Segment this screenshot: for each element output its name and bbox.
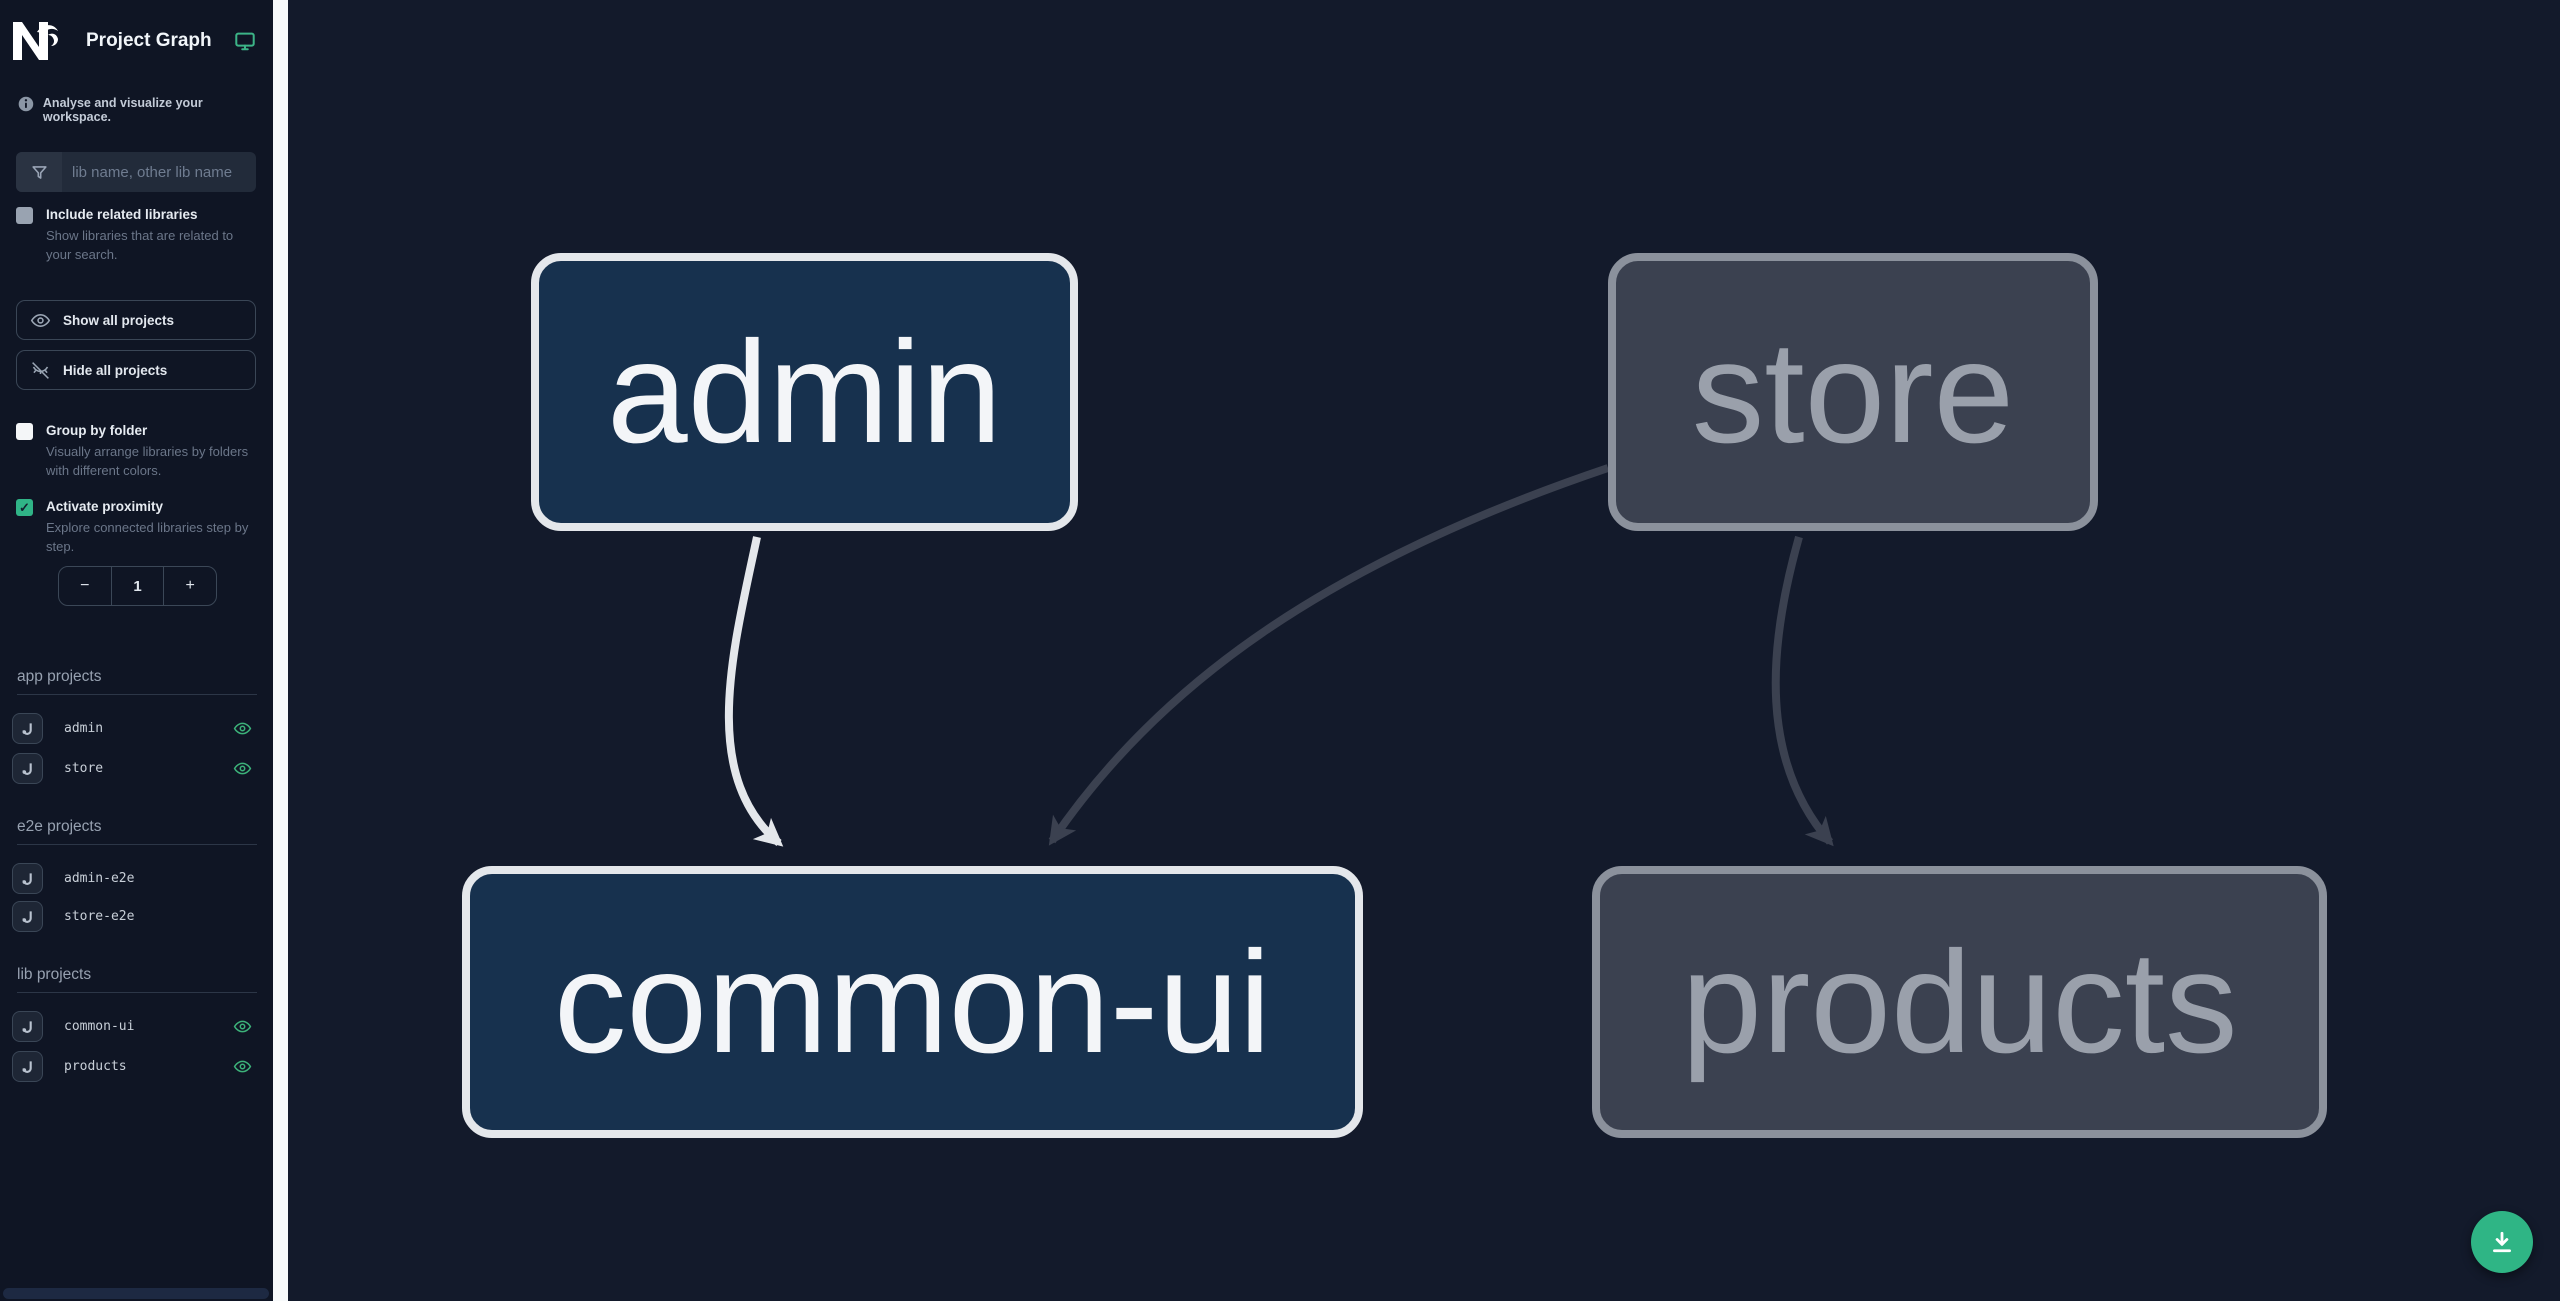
graph-node-admin[interactable]: admin bbox=[531, 253, 1078, 531]
eye-icon[interactable] bbox=[233, 759, 252, 778]
sidebar-header: Project Graph bbox=[0, 14, 273, 68]
eye-off-icon bbox=[32, 361, 49, 379]
edge-store-to-common-ui[interactable] bbox=[1048, 464, 1610, 846]
node-label: common-ui bbox=[553, 920, 1272, 1083]
graph-node-store[interactable]: store bbox=[1608, 253, 2098, 531]
workspace-tagline: Analyse and visualize your workspace. bbox=[0, 96, 273, 124]
activate-proximity-checkbox[interactable]: ✓ bbox=[16, 499, 33, 516]
project-name: store-e2e bbox=[64, 908, 135, 924]
project-row-admin-e2e[interactable]: admin-e2e bbox=[12, 860, 265, 896]
eye-icon[interactable] bbox=[233, 1057, 252, 1076]
project-type-icon bbox=[12, 1050, 43, 1082]
edge-store-to-products[interactable] bbox=[1771, 535, 1834, 847]
group-by-folder-label: Group by folder bbox=[46, 423, 148, 438]
show-all-projects-button[interactable]: Show all projects bbox=[16, 300, 256, 340]
project-name: admin-e2e bbox=[64, 870, 135, 886]
proximity-increment-button[interactable]: + bbox=[163, 567, 216, 605]
project-row-common-ui[interactable]: common-ui bbox=[12, 1008, 265, 1044]
group-by-folder-description: Visually arrange libraries by folders wi… bbox=[46, 444, 249, 478]
sidebar: Project Graph Analyse and visualize your… bbox=[0, 0, 273, 1301]
project-row-store-e2e[interactable]: store-e2e bbox=[12, 898, 265, 934]
search-box bbox=[16, 152, 256, 192]
eye-icon[interactable] bbox=[233, 719, 252, 738]
download-icon bbox=[2493, 1231, 2511, 1253]
activate-proximity-label: Activate proximity bbox=[46, 499, 164, 514]
download-graph-button[interactable] bbox=[2471, 1211, 2533, 1273]
graph-node-products[interactable]: products bbox=[1592, 866, 2327, 1138]
hide-all-projects-label: Hide all projects bbox=[63, 362, 168, 378]
project-name: admin bbox=[64, 720, 104, 736]
proximity-decrement-button[interactable]: − bbox=[80, 577, 90, 594]
group-by-folder-checkbox[interactable] bbox=[16, 423, 33, 440]
project-type-icon bbox=[12, 712, 43, 744]
include-related-checkbox[interactable] bbox=[16, 207, 33, 224]
node-label: admin bbox=[607, 310, 1002, 473]
include-related-label: Include related libraries bbox=[46, 207, 198, 222]
activate-proximity-description: Explore connected libraries step by step… bbox=[46, 520, 249, 554]
group-by-folder-checkbox-row: Group by folder Visually arrange librari… bbox=[0, 422, 273, 480]
project-name: common-ui bbox=[64, 1018, 135, 1034]
proximity-depth-stepper: − 1 + bbox=[58, 566, 217, 606]
section-title-lib-projects: lib projects bbox=[17, 966, 257, 993]
project-type-icon bbox=[12, 862, 43, 894]
info-icon bbox=[18, 96, 34, 112]
include-related-description: Show libraries that are related to your … bbox=[46, 228, 234, 262]
project-row-products[interactable]: products bbox=[12, 1048, 265, 1084]
page-title: Project Graph bbox=[86, 30, 212, 51]
project-type-icon bbox=[12, 900, 43, 932]
edge-admin-to-common-ui[interactable] bbox=[724, 536, 784, 847]
project-type-icon bbox=[12, 1010, 43, 1042]
hide-all-projects-button[interactable]: Hide all projects bbox=[16, 350, 256, 390]
activate-proximity-checkbox-row: ✓ Activate proximity Explore connected l… bbox=[0, 498, 273, 556]
sidebar-horizontal-scrollbar[interactable] bbox=[3, 1288, 269, 1299]
eye-icon bbox=[30, 313, 51, 327]
project-row-admin[interactable]: admin bbox=[12, 710, 265, 746]
graph-node-common-ui[interactable]: common-ui bbox=[462, 866, 1363, 1138]
node-label: store bbox=[1691, 310, 2015, 473]
node-label: products bbox=[1681, 920, 2238, 1083]
panel-divider bbox=[273, 0, 288, 1301]
monitor-icon[interactable] bbox=[234, 30, 256, 52]
section-title-e2e-projects: e2e projects bbox=[17, 818, 257, 845]
project-type-icon bbox=[12, 752, 43, 784]
include-related-checkbox-row: Include related libraries Show libraries… bbox=[0, 206, 273, 264]
filter-icon bbox=[16, 152, 62, 192]
proximity-depth-value: 1 bbox=[110, 567, 164, 605]
project-name: store bbox=[64, 760, 104, 776]
section-title-app-projects: app projects bbox=[17, 668, 257, 695]
search-input[interactable] bbox=[62, 163, 256, 181]
show-all-projects-label: Show all projects bbox=[63, 312, 175, 328]
project-name: products bbox=[64, 1058, 127, 1074]
tagline-text: Analyse and visualize your workspace. bbox=[42, 96, 203, 124]
eye-icon[interactable] bbox=[233, 1017, 252, 1036]
project-row-store[interactable]: store bbox=[12, 750, 265, 786]
nx-logo-icon bbox=[13, 22, 58, 60]
